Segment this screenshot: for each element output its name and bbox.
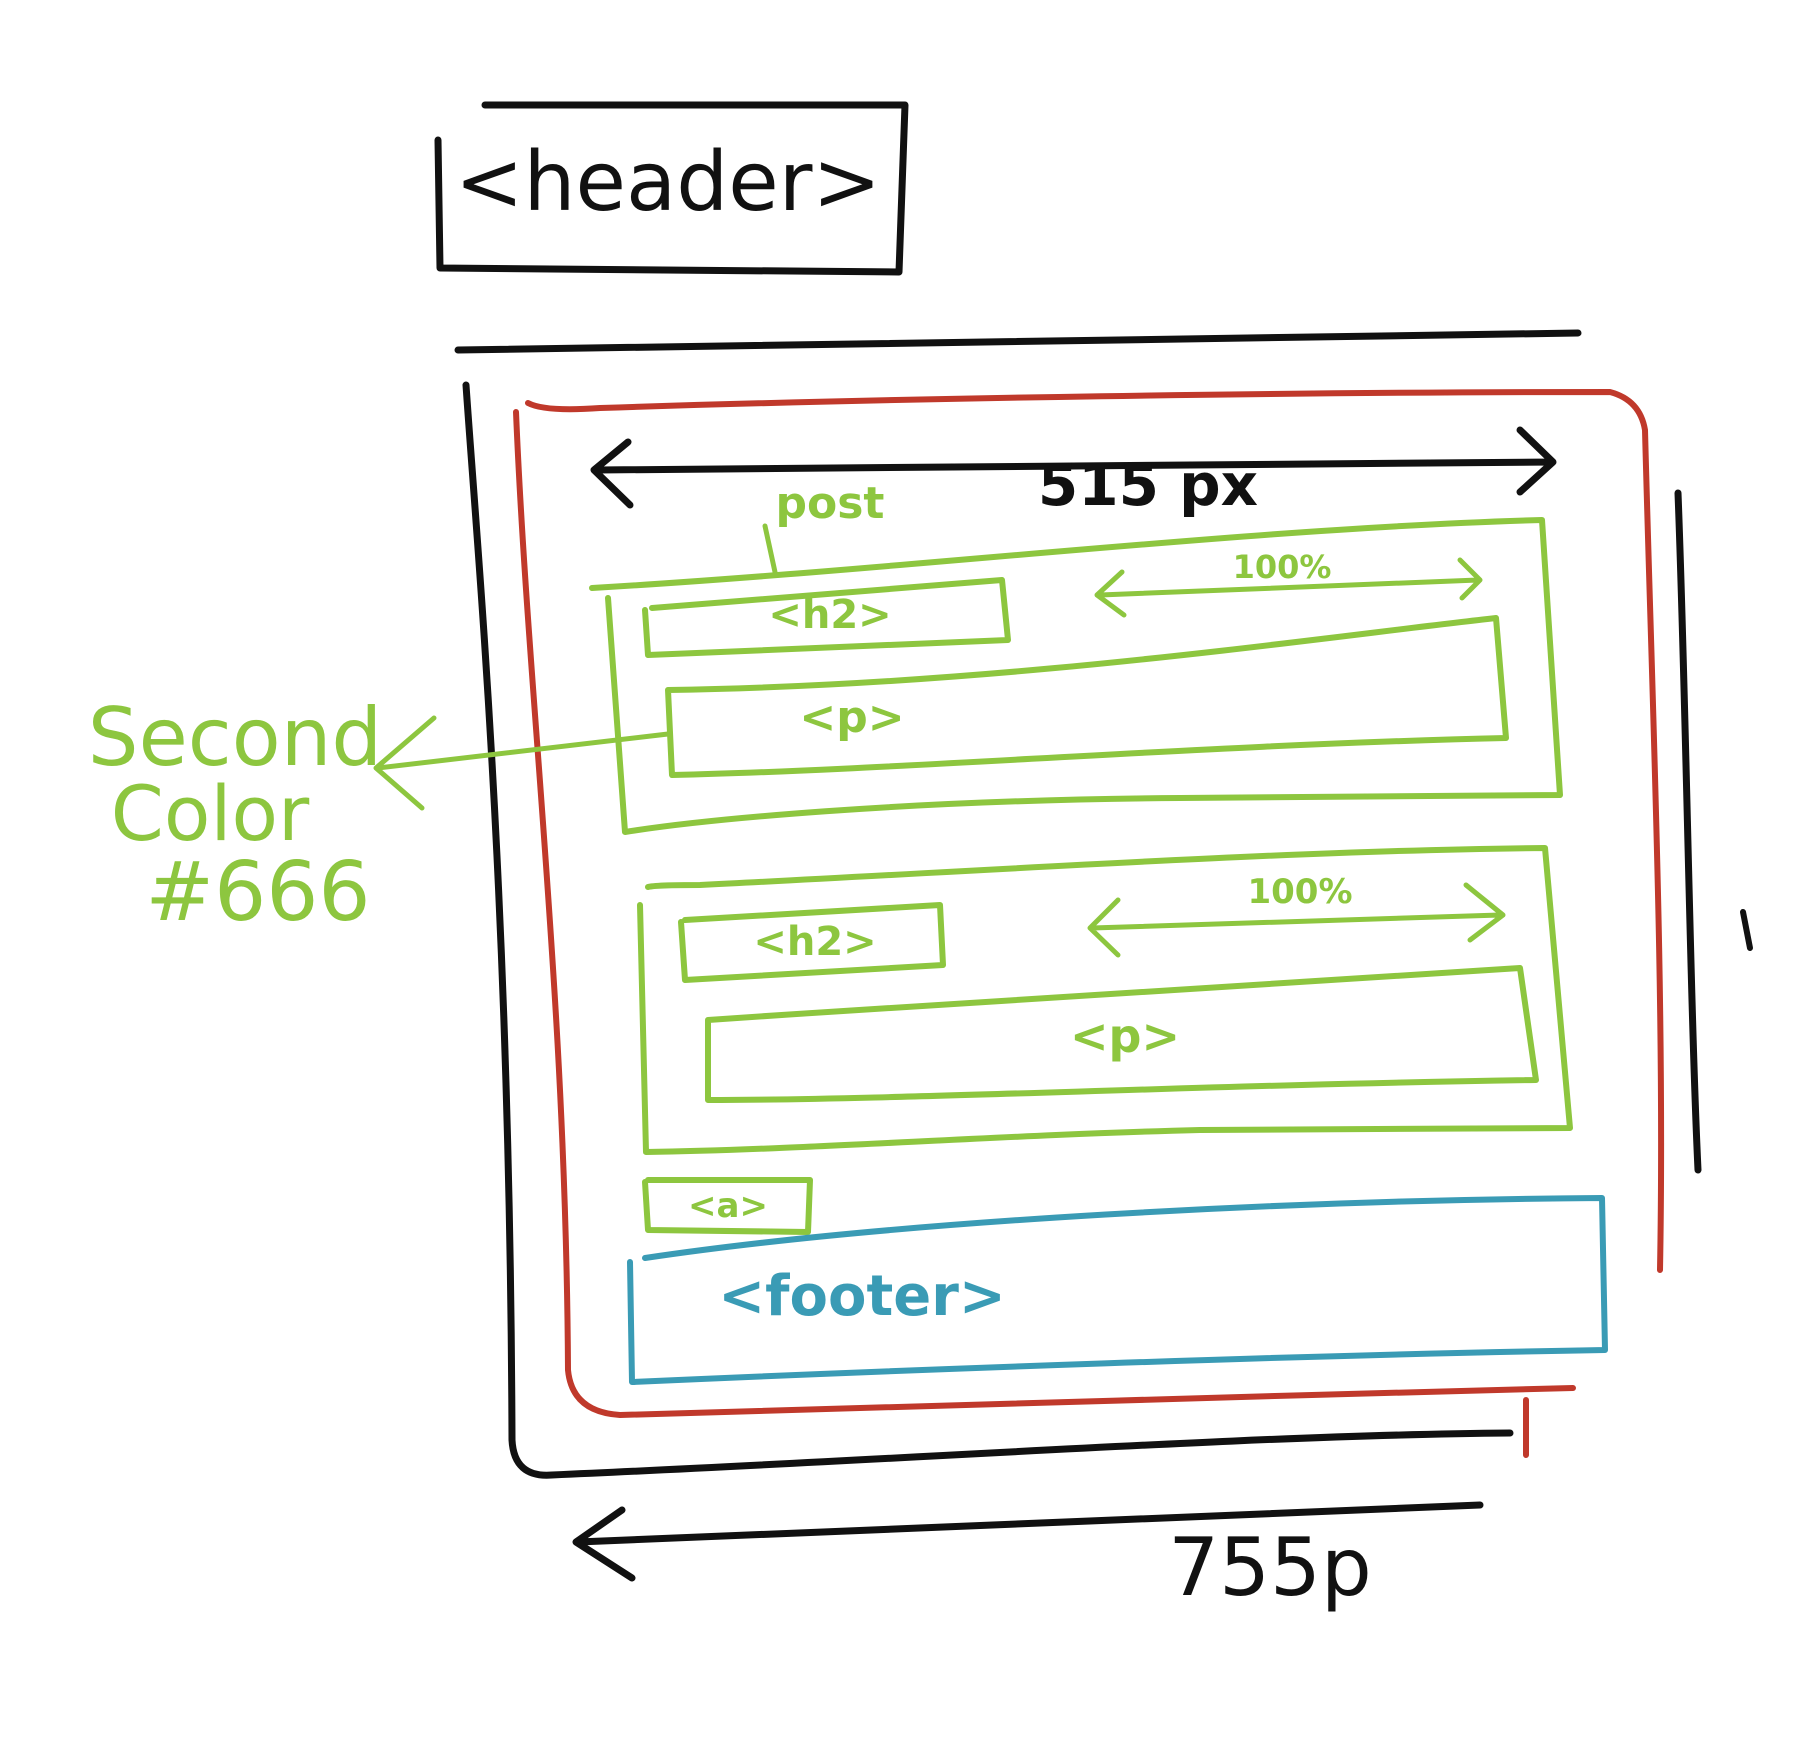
post-second: <h2> 100% <p> [637, 845, 1573, 1155]
width-755-arrow [572, 1501, 1484, 1582]
post-second-box [637, 845, 1573, 1155]
footer-box [627, 1195, 1608, 1385]
footer-label: <footer> [718, 1264, 1006, 1329]
wrapper-outline [462, 381, 1514, 1479]
header-block: <header> [434, 101, 909, 276]
wrapper-right-mark [1740, 909, 1753, 951]
wrapper-top-line [454, 329, 1582, 354]
post-first-box [589, 517, 1563, 835]
percent-first-arrow [1094, 557, 1483, 618]
second-color-line1: Second [88, 691, 382, 784]
p-first-box [665, 615, 1509, 778]
second-color-note: Second Color #666 [88, 691, 671, 940]
percent-first-label: 100% [1233, 548, 1332, 586]
p-second-box [705, 965, 1539, 1103]
p-first-label: <p> [799, 692, 904, 743]
post-first: post <h2> 100% <p> [589, 478, 1563, 835]
h2-second-label: <h2> [753, 919, 876, 965]
header-label: <header> [455, 135, 881, 230]
post-label: post [776, 478, 885, 529]
wrapper-right-line [1674, 489, 1702, 1174]
link-block: <a> [642, 1177, 813, 1235]
width-515-dimension: 515 px [590, 426, 1557, 519]
width-755-label: 755p [1168, 1521, 1371, 1614]
footer-block: <footer> [627, 1195, 1608, 1385]
p-second-label: <p> [1070, 1009, 1180, 1063]
h2-first-box [642, 577, 1011, 658]
page-wrapper [454, 329, 1753, 1479]
width-755-dimension: 755p [572, 1501, 1484, 1614]
second-color-line3: #666 [145, 845, 370, 940]
h2-second-box [678, 902, 946, 983]
percent-second-arrow [1087, 882, 1506, 958]
main-container-outline [513, 389, 1665, 1458]
h2-first-label: <h2> [768, 592, 891, 638]
a-tag-label: <a> [688, 1186, 768, 1226]
width-515-arrow [590, 426, 1557, 509]
a-tag-box [642, 1177, 813, 1235]
second-color-arrow [373, 715, 671, 811]
header-box [434, 101, 909, 276]
post-label-pointer [762, 523, 778, 575]
width-515-label: 515 px [1038, 451, 1258, 519]
second-color-line2: Color [111, 769, 310, 858]
percent-second-label: 100% [1247, 872, 1352, 912]
